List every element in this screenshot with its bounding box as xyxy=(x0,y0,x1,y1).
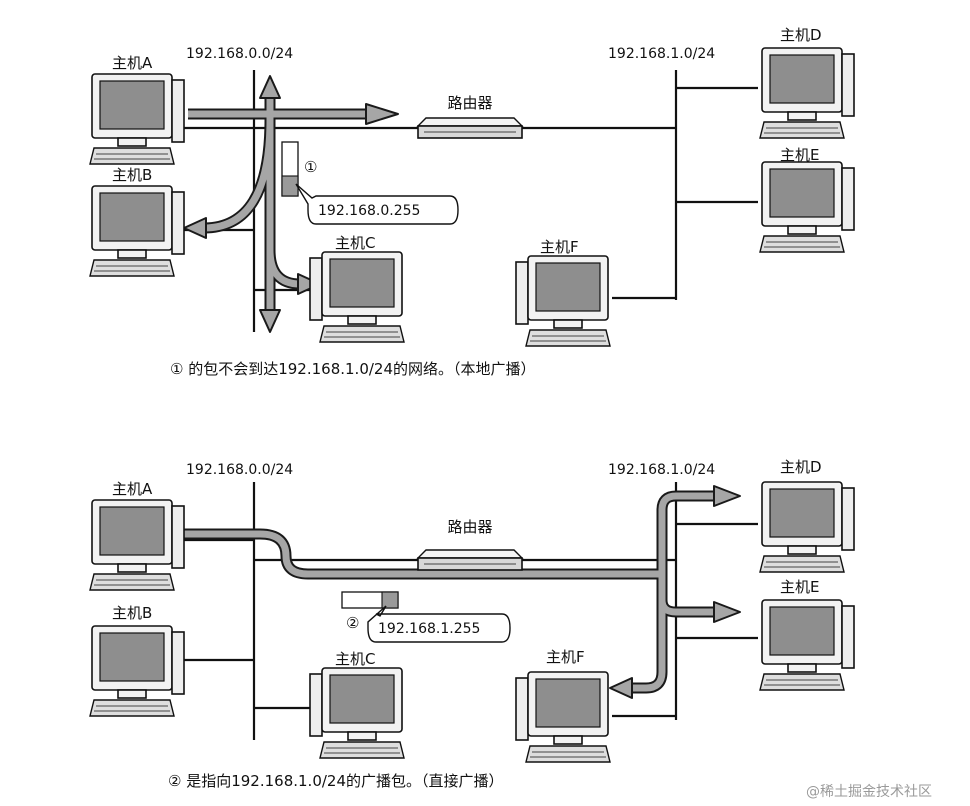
top-broadcast-flow xyxy=(183,75,399,333)
bottom-host-a-icon xyxy=(89,499,185,591)
bottom-broadcast-flow xyxy=(184,485,741,699)
top-packet xyxy=(281,141,299,197)
top-host-d-label: 主机D xyxy=(780,26,822,44)
top-host-a-label: 主机A xyxy=(112,54,153,72)
watermark: @稀土掘金技术社区 xyxy=(806,784,932,800)
bottom-dest-address: 192.168.1.255 xyxy=(378,621,480,637)
top-dest-address: 192.168.0.255 xyxy=(318,203,420,219)
top-host-a-icon xyxy=(89,73,185,165)
top-host-e-icon xyxy=(759,161,855,253)
bottom-host-c-label: 主机C xyxy=(335,650,375,668)
top-diagram: 路由器 主机A 主机B 主机C 主机D 主机E 主机F 192.168.0.0/… xyxy=(89,26,855,378)
bottom-caption: ② 是指向192.168.1.0/24的广播包。（直接广播） xyxy=(168,772,504,790)
bottom-dest-callout xyxy=(367,605,511,643)
bottom-host-f-icon xyxy=(515,671,611,763)
bottom-router-icon xyxy=(417,549,523,571)
top-step-marker: ① xyxy=(304,158,317,176)
top-net-right-label: 192.168.1.0/24 xyxy=(608,46,715,62)
bottom-host-e-icon xyxy=(759,599,855,691)
top-net-left-label: 192.168.0.0/24 xyxy=(186,46,293,62)
bottom-step-marker: ② xyxy=(346,614,359,632)
top-router-label: 路由器 xyxy=(447,94,492,112)
bottom-packet xyxy=(341,591,399,609)
top-dest-callout xyxy=(295,183,459,225)
bottom-diagram: 路由器 主机A 主机B 主机C 主机D 主机E 主机F 192.168.0.0/… xyxy=(89,458,855,790)
bottom-host-b-label: 主机B xyxy=(112,604,152,622)
bottom-host-c-icon xyxy=(309,667,405,759)
bottom-net-right-label: 192.168.1.0/24 xyxy=(608,462,715,478)
top-host-f-label: 主机F xyxy=(540,238,579,256)
bottom-router-label: 路由器 xyxy=(447,518,492,536)
top-host-f-icon xyxy=(515,255,611,347)
top-host-c-label: 主机C xyxy=(335,234,375,252)
top-caption: ① 的包不会到达192.168.1.0/24的网络。（本地广播） xyxy=(170,360,536,378)
bottom-host-f-label: 主机F xyxy=(546,648,585,666)
top-router-icon xyxy=(417,117,523,139)
top-host-c-icon xyxy=(309,251,405,343)
bottom-host-d-icon xyxy=(759,481,855,573)
top-host-b-icon xyxy=(89,185,185,277)
top-host-b-label: 主机B xyxy=(112,166,152,184)
bottom-host-d-label: 主机D xyxy=(780,458,822,476)
bottom-host-a-label: 主机A xyxy=(112,480,153,498)
bottom-host-b-icon xyxy=(89,625,185,717)
top-host-d-icon xyxy=(759,47,855,139)
bottom-net-left-label: 192.168.0.0/24 xyxy=(186,462,293,478)
bottom-host-e-label: 主机E xyxy=(780,578,819,596)
top-host-e-label: 主机E xyxy=(780,146,819,164)
